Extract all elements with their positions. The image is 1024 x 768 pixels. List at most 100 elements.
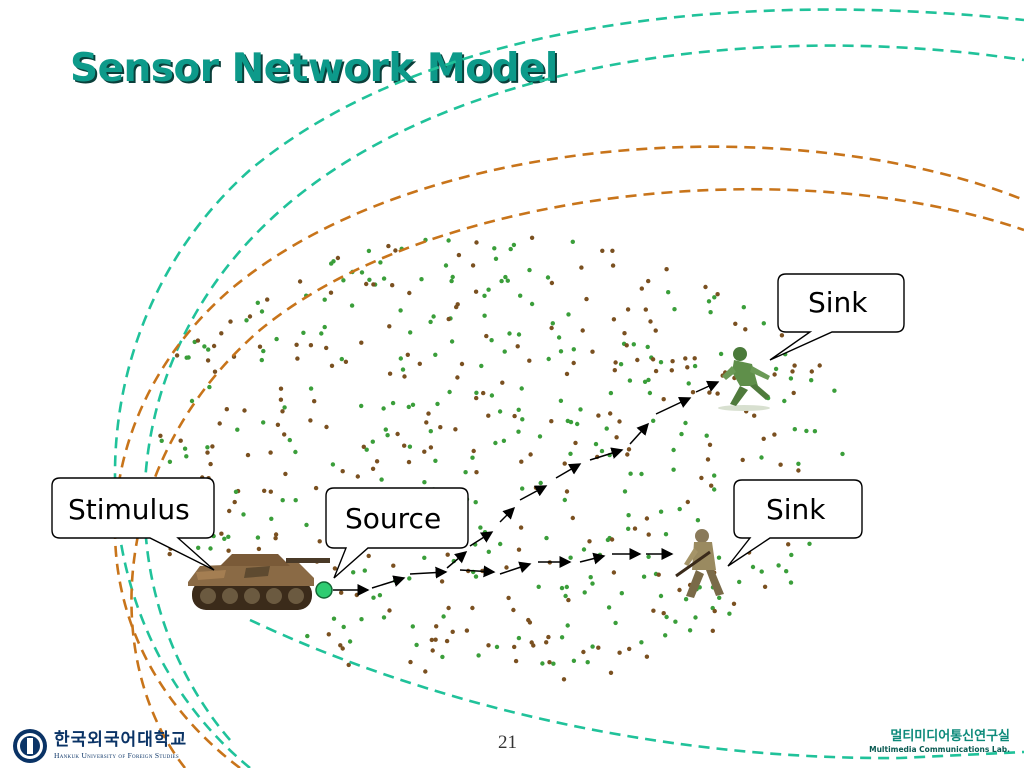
sensor-node bbox=[370, 466, 376, 471]
sensor-node bbox=[219, 531, 224, 536]
sensor-node bbox=[642, 379, 648, 384]
sensor-node bbox=[661, 397, 666, 402]
sensor-node bbox=[374, 459, 380, 464]
sensor-node bbox=[612, 368, 617, 373]
sensor-node bbox=[566, 312, 571, 317]
sensor-node bbox=[683, 356, 688, 361]
sensor-node bbox=[683, 597, 689, 602]
sensor-node bbox=[537, 434, 543, 439]
sensor-node bbox=[546, 356, 551, 362]
route-arrow bbox=[695, 380, 720, 393]
sensor-node bbox=[644, 516, 650, 521]
sensor-node bbox=[301, 330, 306, 335]
sensor-node bbox=[558, 349, 564, 354]
sensor-node bbox=[364, 447, 369, 452]
sensor-node bbox=[608, 670, 614, 675]
sensor-node bbox=[210, 444, 215, 449]
sensor-node bbox=[455, 375, 460, 380]
sensor-node bbox=[571, 658, 577, 663]
sensor-node bbox=[582, 590, 587, 595]
sensor-node bbox=[317, 539, 322, 544]
sensor-node bbox=[715, 391, 720, 396]
sensor-node bbox=[571, 347, 576, 352]
sensor-node bbox=[346, 662, 351, 668]
sensor-node bbox=[434, 624, 439, 629]
sensor-node bbox=[489, 338, 494, 343]
sensor-node bbox=[484, 333, 489, 339]
sensor-node bbox=[710, 628, 715, 633]
sensor-node bbox=[712, 473, 717, 478]
sensor-node bbox=[359, 617, 364, 622]
sensor-node bbox=[695, 518, 701, 523]
sensor-node bbox=[217, 421, 222, 426]
sensor-node bbox=[611, 317, 617, 322]
sensor-node bbox=[362, 568, 367, 573]
route-arrow bbox=[371, 575, 406, 589]
sensor-node bbox=[782, 398, 787, 404]
sensor-node bbox=[473, 574, 479, 579]
sensor-node bbox=[305, 633, 310, 639]
sensor-node bbox=[343, 359, 349, 364]
sensor-node bbox=[335, 255, 341, 261]
sensor-node bbox=[429, 637, 434, 643]
sensor-node bbox=[519, 459, 524, 464]
sensor-node bbox=[407, 290, 412, 296]
sensor-node bbox=[463, 470, 468, 475]
sensor-node bbox=[606, 605, 612, 610]
sensor-node bbox=[255, 535, 261, 540]
sensor-node bbox=[712, 295, 717, 300]
sensor-node bbox=[473, 500, 478, 505]
sensor-node bbox=[366, 553, 371, 559]
sensor-node bbox=[685, 499, 690, 505]
sensor-node bbox=[385, 433, 390, 438]
sensor-node bbox=[712, 487, 717, 492]
sensor-node bbox=[617, 650, 622, 655]
sensor-node bbox=[658, 509, 664, 514]
sensor-node bbox=[208, 461, 213, 467]
sensor-node bbox=[474, 240, 479, 245]
orange-wave-inner bbox=[130, 187, 1024, 768]
sensor-node bbox=[405, 352, 410, 357]
sensor-node-field bbox=[151, 235, 845, 682]
sensor-node bbox=[626, 526, 631, 531]
sensor-node bbox=[329, 363, 335, 368]
sensor-node bbox=[571, 360, 576, 366]
sensor-node bbox=[516, 429, 521, 434]
sensor-node bbox=[590, 349, 595, 354]
sensor-node bbox=[406, 459, 412, 465]
sensor-node bbox=[568, 555, 573, 560]
sensor-node bbox=[550, 321, 555, 326]
sensor-node bbox=[433, 637, 438, 642]
sensor-node bbox=[443, 263, 449, 268]
sensor-node bbox=[224, 407, 229, 412]
sensor-node bbox=[651, 418, 656, 423]
sensor-node bbox=[265, 297, 270, 302]
sensor-node bbox=[208, 546, 213, 551]
sensor-node bbox=[580, 328, 585, 333]
page-number: 21 bbox=[498, 732, 517, 753]
sensor-node bbox=[581, 649, 586, 655]
sensor-node bbox=[433, 352, 438, 357]
sensor-node bbox=[391, 563, 396, 568]
source-node bbox=[315, 581, 333, 599]
sensor-node bbox=[628, 471, 633, 476]
sensor-node bbox=[593, 441, 599, 447]
sensor-node bbox=[189, 398, 195, 404]
sensor-node bbox=[424, 420, 429, 425]
sensor-node bbox=[692, 363, 698, 369]
sensor-node bbox=[322, 297, 327, 302]
sink-top-label: Sink bbox=[808, 286, 868, 319]
sensor-node bbox=[644, 654, 650, 659]
sensor-node bbox=[796, 468, 801, 473]
sensor-node bbox=[351, 570, 356, 575]
sensor-node bbox=[792, 427, 797, 432]
sensor-node bbox=[287, 437, 292, 443]
sensor-node bbox=[476, 653, 481, 658]
teal-wave-ground bbox=[249, 618, 1024, 760]
sensor-node bbox=[565, 623, 570, 628]
sensor-node bbox=[379, 477, 384, 482]
sensor-node bbox=[566, 597, 571, 603]
sensor-node bbox=[570, 515, 575, 521]
sensor-node bbox=[456, 252, 462, 258]
sensor-node bbox=[227, 508, 232, 514]
